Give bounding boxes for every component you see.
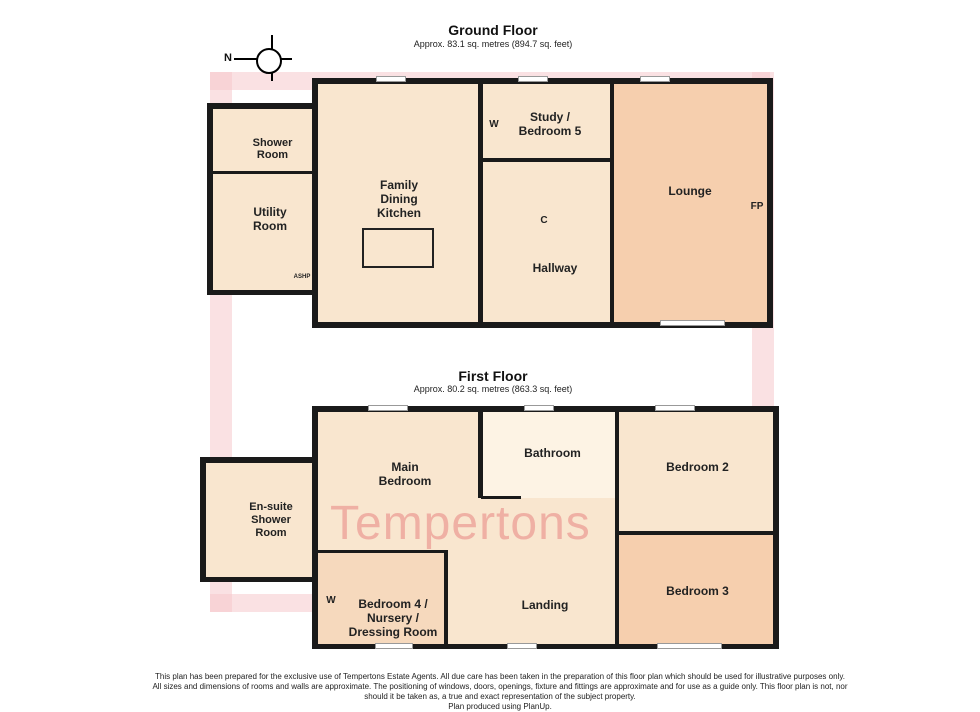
window <box>655 405 695 411</box>
window <box>640 76 670 82</box>
kitchen-island <box>362 228 434 268</box>
window <box>518 76 548 82</box>
marker-wardrobe: W <box>489 119 499 130</box>
watermark-logo: Tempertons <box>330 497 591 550</box>
marker-fireplace: FP <box>750 201 764 212</box>
room-utility <box>207 173 312 295</box>
window <box>368 405 408 411</box>
label-bathroom: Bathroom <box>524 446 581 460</box>
disclaimer-text: This plan has been prepared for the excl… <box>152 672 848 701</box>
window <box>375 643 413 649</box>
label-shower-room: Shower Room <box>252 137 293 161</box>
compass-north-label: N <box>224 52 232 64</box>
first-floor-title: First Floor <box>458 368 528 384</box>
room-ensuite <box>200 457 312 580</box>
label-utility-room: Utility Room <box>253 205 287 233</box>
window <box>507 643 537 649</box>
label-ensuite: En-suite Shower Room <box>249 501 293 539</box>
room-bedroom-3 <box>617 535 778 648</box>
label-hallway: Hallway <box>532 261 578 275</box>
ground-floor-area: Approx. 83.1 sq. metres (894.7 sq. feet) <box>413 39 573 49</box>
first-floor-area: Approx. 80.2 sq. metres (863.3 sq. feet) <box>413 384 573 394</box>
label-bedroom-4: Bedroom 4 / Nursery / Dressing Room <box>348 597 438 639</box>
compass: N <box>222 35 302 85</box>
label-bedroom-2: Bedroom 2 <box>666 460 729 474</box>
disclaimer: This plan has been prepared for the excl… <box>150 672 850 712</box>
label-lounge: Lounge <box>668 184 712 198</box>
window <box>657 643 722 649</box>
credit-text: Plan produced using PlanUp. <box>448 702 552 711</box>
room-landing <box>447 498 617 648</box>
label-family-dining-kitchen: Family Dining Kitchen <box>376 178 421 220</box>
window <box>524 405 554 411</box>
label-study: Study / Bedroom 5 <box>518 110 582 138</box>
marker-ashp: ASHP <box>293 274 311 280</box>
room-study <box>481 78 612 160</box>
room-bathroom <box>481 408 617 498</box>
marker-wardrobe: W <box>326 595 336 606</box>
ground-floor-title: Ground Floor <box>448 22 538 38</box>
label-bedroom-3: Bedroom 3 <box>666 584 729 598</box>
room-hallway <box>481 160 612 328</box>
marker-cupboard: C <box>540 215 548 226</box>
room-family-dining-kitchen <box>312 78 482 328</box>
room-bedroom-4 <box>312 553 447 648</box>
compass-rose-icon <box>234 35 292 81</box>
room-bedroom-2 <box>617 408 778 535</box>
room-lounge <box>612 78 773 328</box>
window <box>376 76 406 82</box>
window <box>660 320 725 326</box>
label-main-bedroom: Main Bedroom <box>378 460 432 488</box>
room-shower <box>207 103 312 173</box>
label-landing: Landing <box>521 598 569 612</box>
